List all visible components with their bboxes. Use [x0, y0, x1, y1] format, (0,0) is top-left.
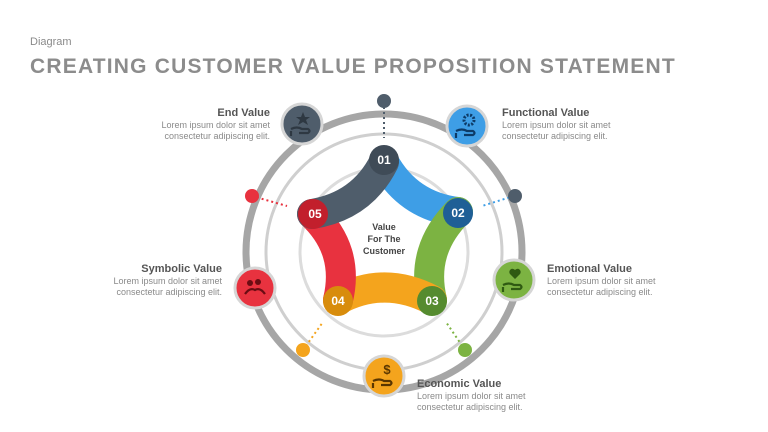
label-economic-line1: Lorem ipsum dolor sit amet [417, 391, 526, 401]
segment-01-node [369, 145, 399, 175]
segment-05-node [298, 199, 328, 229]
label-emotional-line1: Lorem ipsum dolor sit amet [547, 276, 656, 286]
label-economic-line2: consectetur adipiscing elit. [417, 402, 523, 412]
label-functional-line1: Lorem ipsum dolor sit amet [502, 120, 611, 130]
segment-02-number: 02 [451, 206, 465, 220]
label-emotional-line2: consectetur adipiscing elit. [547, 287, 653, 297]
segment-05-number: 05 [308, 207, 322, 221]
slide-title: CREATING CUSTOMER VALUE PROPOSITION STAT… [30, 55, 676, 78]
center-label-line1: Value [372, 222, 396, 232]
label-end-line1: Lorem ipsum dolor sit amet [161, 120, 270, 130]
ring-dot-symbolic [245, 189, 259, 203]
ring-dot-functional [508, 189, 522, 203]
label-end-line2: consectetur adipiscing elit. [164, 131, 270, 141]
label-emotional-title: Emotional Value [547, 263, 632, 275]
ring-dot-economic [296, 343, 310, 357]
segment-04-number: 04 [331, 294, 345, 308]
label-functional-line2: consectetur adipiscing elit. [502, 131, 608, 141]
label-end-title: End Value [217, 107, 270, 119]
segment-01-number: 01 [377, 153, 391, 167]
label-functional-value: Functional Value Lorem ipsum dolor sit a… [502, 106, 682, 142]
hand-people-icon [233, 266, 277, 310]
slide-kicker: Diagram [30, 36, 72, 48]
hand-dollar-icon: $ [362, 354, 406, 398]
segment-04-node [323, 286, 353, 316]
segment-03-node [417, 286, 447, 316]
label-economic-value: Economic Value Lorem ipsum dolor sit ame… [417, 377, 597, 413]
svg-text:$: $ [383, 362, 391, 377]
segment-03-number: 03 [425, 294, 439, 308]
hand-star-icon [280, 102, 324, 146]
label-symbolic-line2: consectetur adipiscing elit. [116, 287, 222, 297]
center-label-line2: For The [368, 234, 401, 244]
ring-dot-emotional [458, 343, 472, 357]
label-emotional-value: Emotional Value Lorem ipsum dolor sit am… [547, 262, 727, 298]
ring-dot-end [377, 94, 391, 108]
label-functional-title: Functional Value [502, 107, 590, 119]
center-label-line3: Customer [363, 246, 406, 256]
segment-02-node [443, 198, 473, 228]
label-symbolic-value: Symbolic Value Lorem ipsum dolor sit ame… [42, 262, 222, 298]
label-economic-title: Economic Value [417, 378, 502, 390]
label-symbolic-title: Symbolic Value [141, 263, 222, 275]
hand-heart-icon [492, 258, 536, 302]
label-symbolic-line1: Lorem ipsum dolor sit amet [113, 276, 222, 286]
hand-gear-icon [445, 104, 489, 148]
label-end-value: End Value Lorem ipsum dolor sit amet con… [90, 106, 270, 142]
